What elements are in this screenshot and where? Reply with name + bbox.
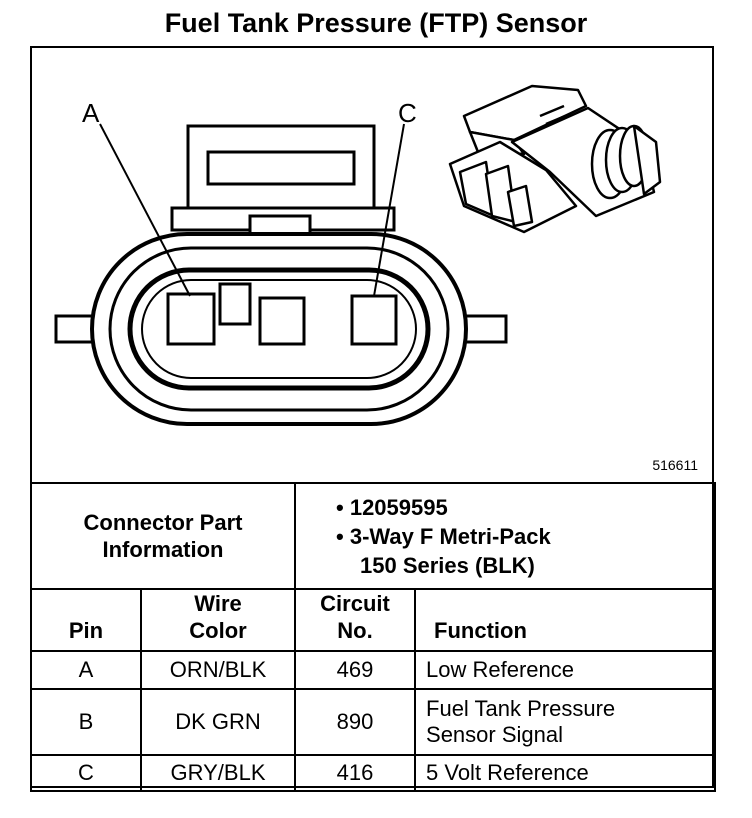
connector-part-label-line2: Information bbox=[102, 537, 224, 562]
connector-info-row: Connector Part Information • 12059595 • … bbox=[29, 482, 717, 590]
pin-cell: C bbox=[30, 754, 142, 792]
circuit-cell: 890 bbox=[294, 688, 417, 756]
connector-pinout-table: Connector Part Information • 12059595 • … bbox=[29, 482, 717, 792]
wire-color-cell: DK GRN bbox=[139, 688, 297, 756]
header-function: Function bbox=[414, 588, 717, 652]
table-header-row: Pin Wire Color Circuit No. Function bbox=[30, 588, 717, 652]
callout-a-label: A bbox=[82, 98, 100, 128]
connector-diagram: A C 516611 bbox=[54, 84, 698, 473]
connector-part-label: Connector Part Information bbox=[29, 482, 297, 590]
wire-color-cell: ORN/BLK bbox=[139, 650, 297, 690]
page-title: Fuel Tank Pressure (FTP) Sensor bbox=[164, 8, 588, 38]
function-cell: 5 Volt Reference bbox=[414, 754, 717, 792]
figure-number: 516611 bbox=[652, 457, 698, 473]
header-wire-color: Wire Color bbox=[139, 588, 297, 652]
connector-body-middle bbox=[108, 246, 450, 412]
connector-type-line1: • 3-Way F Metri-Pack bbox=[336, 523, 551, 549]
callout-c-label: C bbox=[398, 98, 417, 128]
function-cell: Fuel Tank Pressure Sensor Signal bbox=[414, 688, 717, 756]
table-row: B DK GRN 890 Fuel Tank Pressure Sensor S… bbox=[30, 688, 717, 756]
connector-part-number: • 12059595 bbox=[336, 494, 448, 520]
connector-part-info: • 12059595 • 3-Way F Metri-Pack 150 Seri… bbox=[294, 482, 717, 590]
pin-cell: A bbox=[30, 650, 142, 690]
table-row: C GRY/BLK 416 5 Volt Reference bbox=[30, 754, 717, 792]
circuit-cell: 469 bbox=[294, 650, 417, 690]
pin-a-terminal bbox=[166, 292, 216, 346]
connector-cavity bbox=[141, 279, 417, 379]
connector-body-inner bbox=[127, 267, 431, 391]
connector-3d-illustration bbox=[448, 84, 662, 234]
function-cell: Low Reference bbox=[414, 650, 717, 690]
callout-c-leader bbox=[373, 123, 405, 297]
callout-a-leader bbox=[99, 123, 191, 297]
wire-color-cell: GRY/BLK bbox=[139, 754, 297, 792]
right-side-tab bbox=[460, 314, 508, 344]
connector-part-label-line1: Connector Part bbox=[83, 510, 243, 535]
table-row: A ORN/BLK 469 Low Reference bbox=[30, 650, 717, 690]
pin-cell: B bbox=[30, 688, 142, 756]
latch-slot bbox=[206, 150, 356, 186]
pin-c-terminal bbox=[350, 294, 398, 346]
pin-b-terminal bbox=[258, 296, 306, 346]
connector-type-line2: 150 Series (BLK) bbox=[360, 552, 535, 578]
header-circuit-no: Circuit No. bbox=[294, 588, 417, 652]
header-pin: Pin bbox=[30, 588, 142, 652]
circuit-cell: 416 bbox=[294, 754, 417, 792]
polarizing-key bbox=[218, 282, 252, 326]
